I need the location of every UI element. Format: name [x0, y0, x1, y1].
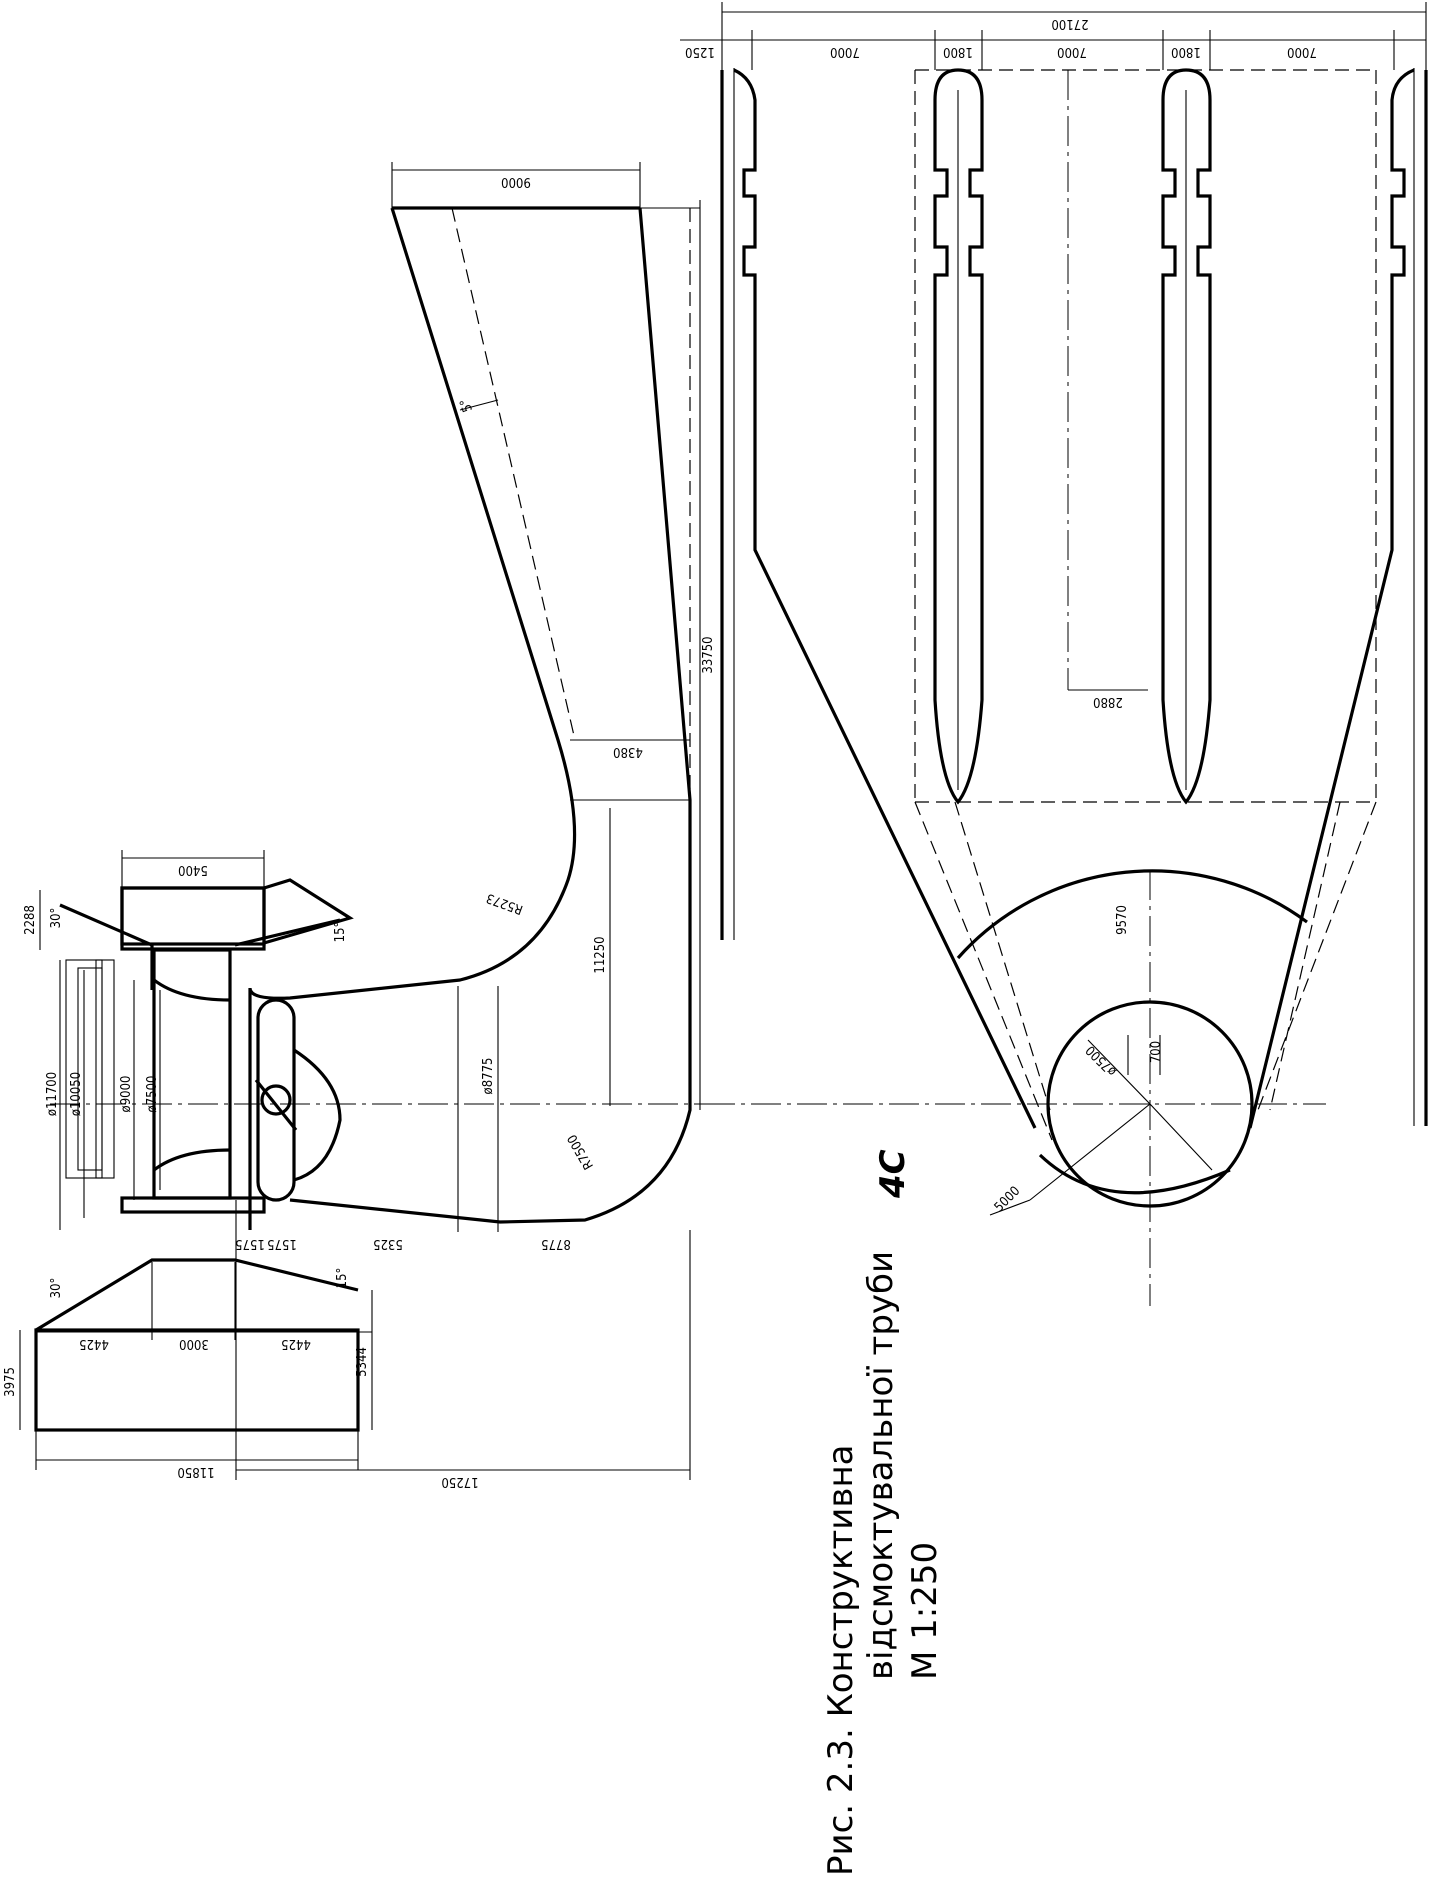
dim-3000: 3000: [179, 1336, 209, 1351]
dim-radius-lower: R7500: [565, 1132, 597, 1172]
caption-scale: М 1:250: [905, 1542, 945, 1680]
dim-5325: 5325: [373, 1236, 403, 1251]
dim-8775: 8775: [541, 1236, 571, 1251]
dim-runner-block: 5400: [178, 862, 208, 877]
dim-outlet-width: 9000: [501, 174, 531, 189]
dim-bay-left: 7000: [830, 44, 860, 59]
dim-radius-upper: R5273: [484, 890, 525, 917]
dim-cone-radius: 9570: [1115, 905, 1130, 935]
dim-5344: 5344: [355, 1347, 370, 1377]
caption-index: 4С: [873, 1149, 913, 1199]
caption-line-2: відсмоктувальної труби: [861, 1251, 901, 1680]
side-dimensions: 9000 5° 4380 33750 R5273 11250 R7500 ø87…: [3, 174, 716, 1489]
dim-1575a: 1575: [235, 1236, 265, 1251]
angle-lower-right: 15°: [335, 1268, 350, 1289]
dim-cone-angle: 5°: [457, 396, 476, 414]
dim-bay-middle: 7000: [1057, 44, 1087, 59]
figure-caption: Рис. 2.3. Конструктивна відсмоктувальної…: [821, 1149, 945, 1876]
dim-4425b: 4425: [281, 1336, 311, 1351]
dim-pier-left: 1800: [943, 44, 973, 59]
dim-bay-right: 7000: [1287, 44, 1317, 59]
dim-dia-11700: ø11700: [45, 1072, 60, 1116]
dim-pier-right: 1800: [1171, 44, 1201, 59]
dim-offset: 700: [1149, 1041, 1164, 1063]
dim-knee-section: 4380: [613, 744, 643, 759]
dim-dia-9000: ø9000: [119, 1076, 134, 1113]
dim-top-offset: 2288: [23, 905, 38, 935]
side-view: [19, 162, 720, 1480]
plan-dimensions: 27100 1250 7000 1800 7000 1800 7000 2880…: [685, 16, 1317, 1215]
dim-4425a: 4425: [79, 1336, 109, 1351]
dim-overall-width: 27100: [1051, 16, 1088, 31]
dim-inlet-diameter: ø7500: [1083, 1042, 1120, 1079]
angle-lower-left: 30°: [49, 1278, 64, 1299]
dim-outer-radius: 5000: [992, 1184, 1024, 1216]
dim-inlet-diameter-side: ø8775: [481, 1058, 496, 1095]
dim-knee-height: 11250: [593, 936, 608, 973]
angle-upper-right: 15°: [333, 922, 348, 943]
dim-3975: 3975: [3, 1367, 18, 1397]
dim-dia-10050: ø10050: [69, 1072, 84, 1116]
dim-11850: 11850: [177, 1464, 214, 1479]
dim-17250: 17250: [441, 1474, 478, 1489]
dim-1575b: 1575: [267, 1236, 297, 1251]
angle-upper-left: 30°: [49, 908, 64, 929]
plan-view: [680, 2, 1428, 1306]
dim-pier-nose: 2880: [1093, 694, 1123, 709]
dim-total-height: 33750: [701, 636, 716, 673]
dim-pier-edge: 1250: [685, 44, 715, 59]
caption-line-1: Рис. 2.3. Конструктивна: [821, 1444, 861, 1876]
dim-dia-7500: ø7500: [145, 1076, 160, 1113]
